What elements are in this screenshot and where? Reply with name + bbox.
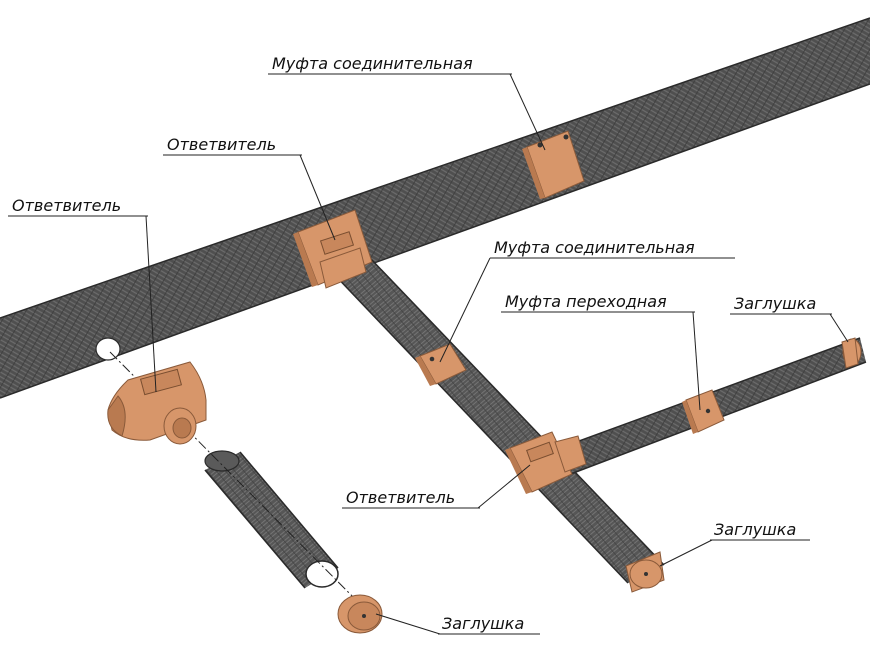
tee-bottom-fitting [505,431,587,494]
cap-bottom-fitting [337,594,383,634]
label-coupling-top: Муфта соединительная [268,54,546,151]
label-reducer-text: Муфта переходная [505,292,667,311]
label-tee-bottom: Ответвитель [342,464,531,509]
tee-left-fitting [107,361,207,445]
pipe-hole [95,337,121,361]
label-cap-bottom: Заглушка [375,613,540,635]
label-coupling-mid-text: Муфта соединительная [494,238,695,257]
label-tee-bottom-text: Ответвитель [346,488,455,507]
label-tee-left: Ответвитель [8,196,157,393]
label-reducer: Муфта переходная [501,292,701,411]
label-cap-right: Заглушка [730,294,849,343]
pipe-open-end [305,560,339,588]
loose-pipe-segment [204,450,339,589]
coupling-mid-fitting [415,343,467,386]
cap-right-fitting [841,337,862,369]
label-cap-right-text: Заглушка [734,294,816,313]
tee-top-fitting [293,209,373,289]
label-tee-top: Ответвитель [163,135,336,241]
coupling-top-fitting [522,130,585,199]
label-tee-left-text: Ответвитель [12,196,121,215]
branch-pipe [329,257,665,584]
label-cap-branch-end: Заглушка [659,520,810,567]
label-cap-bottom-text: Заглушка [442,614,524,633]
reducer-fitting [682,389,725,434]
label-coupling-mid: Муфта соединительная [439,238,735,363]
label-cap-branch-end-text: Заглушка [714,520,796,539]
label-coupling-top-text: Муфта соединительная [272,54,473,73]
label-tee-top-text: Ответвитель [167,135,276,154]
cap-branch-end-fitting [625,551,665,593]
main-pipe [0,17,870,399]
